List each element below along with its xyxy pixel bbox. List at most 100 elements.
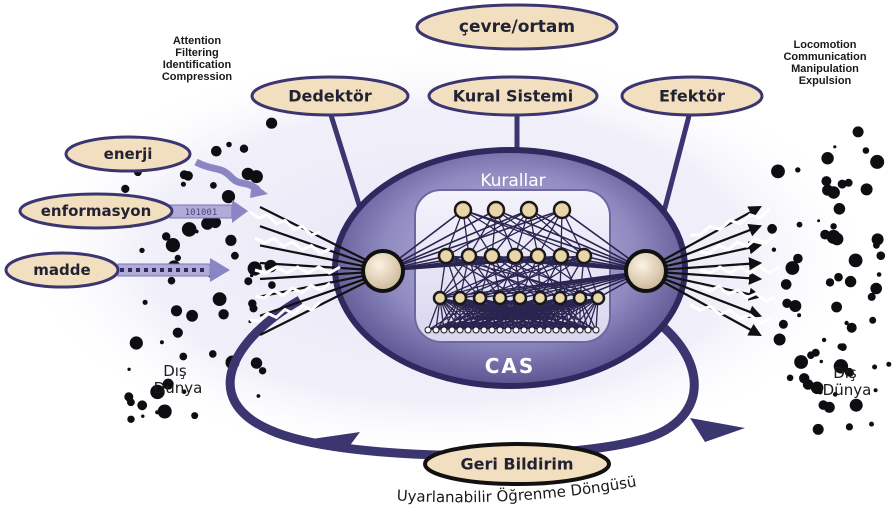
particle-dot <box>812 349 820 357</box>
network-node <box>497 327 503 333</box>
particle-dot <box>767 224 777 234</box>
network-node <box>462 249 476 263</box>
network-node <box>485 249 499 263</box>
particle-dot <box>181 182 186 187</box>
particle-dot <box>240 145 248 153</box>
particle-dot <box>225 235 236 246</box>
particle-dot <box>213 292 227 306</box>
particle-dot <box>186 310 198 322</box>
particle-dot <box>137 400 147 410</box>
particle-dot <box>143 300 148 305</box>
particle-dot <box>789 300 801 312</box>
detector-function-4: Compression <box>162 71 233 83</box>
network-node <box>454 292 466 304</box>
particle-dot <box>821 176 831 186</box>
particle-dot <box>826 278 834 286</box>
particle-dot <box>849 254 863 268</box>
particle-dot <box>817 219 820 222</box>
network-node <box>513 327 519 333</box>
effector-label: Efektör <box>659 87 725 106</box>
particle-dot <box>250 274 253 277</box>
network-node <box>585 327 591 333</box>
environment-label: çevre/ortam <box>459 17 575 37</box>
particle-dot <box>847 323 857 333</box>
particle-dot <box>259 367 266 374</box>
network-node <box>441 327 447 333</box>
particle-dot <box>127 368 130 371</box>
network-node <box>425 327 431 333</box>
particle-dot <box>250 304 258 312</box>
particle-dot <box>266 118 277 129</box>
particle-dot <box>793 254 803 264</box>
input-label-energy: enerji <box>104 145 153 163</box>
particle-dot <box>201 217 213 229</box>
particle-dot <box>251 357 262 368</box>
particle-dot <box>877 251 886 260</box>
particle-dot <box>797 222 803 228</box>
svg-text:101001: 101001 <box>185 208 218 218</box>
network-node <box>593 327 599 333</box>
particle-dot <box>771 165 785 179</box>
particle-dot <box>811 382 824 395</box>
network-node <box>521 327 527 333</box>
outer-world-left-line2: Dünya <box>154 379 203 397</box>
particle-dot <box>820 230 830 240</box>
rules-label: Kurallar <box>480 171 545 191</box>
effector-node <box>626 251 666 291</box>
particle-dot <box>139 248 144 253</box>
particle-dot <box>831 302 842 313</box>
particle-dot <box>124 392 133 401</box>
particle-dot <box>127 416 134 423</box>
network-node <box>534 292 546 304</box>
particle-dot <box>195 230 199 234</box>
particle-dot <box>795 167 800 172</box>
network-node <box>474 292 486 304</box>
particle-dot <box>244 277 252 285</box>
particle-dot <box>886 362 891 367</box>
particle-dot <box>794 355 808 369</box>
particle-dot <box>861 183 873 195</box>
particle-dot <box>846 423 853 430</box>
particle-dot <box>168 277 176 285</box>
particle-dot <box>781 279 792 290</box>
effector-function-3: Manipulation <box>791 63 859 75</box>
particle-dot <box>179 353 187 361</box>
network-node <box>554 292 566 304</box>
network-node <box>489 327 495 333</box>
particle-dot <box>231 252 239 260</box>
particle-dot <box>182 222 197 237</box>
particle-dot <box>834 203 846 215</box>
network-node <box>473 327 479 333</box>
particle-dot <box>838 180 847 189</box>
particle-dot <box>845 276 856 287</box>
effector-function-4: Expulsion <box>799 75 852 87</box>
particle-dot <box>870 155 884 169</box>
particle-dot <box>833 145 836 148</box>
particle-dot <box>813 424 824 435</box>
particle-dot <box>242 168 254 180</box>
feedback-label: Geri Bildirim <box>460 455 573 474</box>
input-label-information: enformasyon <box>41 202 152 220</box>
rule-system-pill: Kural Sistemi <box>429 77 597 115</box>
input-pill-matter: madde <box>6 253 118 287</box>
network-node <box>505 327 511 333</box>
particle-dot <box>831 233 844 246</box>
particle-dot <box>872 365 877 370</box>
particle-dot <box>775 169 778 172</box>
particle-dot <box>183 171 193 181</box>
network-node <box>529 327 535 333</box>
particle-dot <box>158 405 172 419</box>
particle-dot <box>834 273 843 282</box>
particle-dot <box>248 261 262 275</box>
particle-dot <box>130 336 143 349</box>
network-node <box>561 327 567 333</box>
network-node <box>433 327 439 333</box>
network-node <box>439 249 453 263</box>
particle-dot <box>822 338 826 342</box>
environment-pill: çevre/ortam <box>417 5 617 49</box>
effector-function-2: Communication <box>783 51 866 63</box>
network-node <box>592 292 604 304</box>
detector-function-1: Attention <box>173 35 222 47</box>
particle-dot <box>226 142 232 148</box>
